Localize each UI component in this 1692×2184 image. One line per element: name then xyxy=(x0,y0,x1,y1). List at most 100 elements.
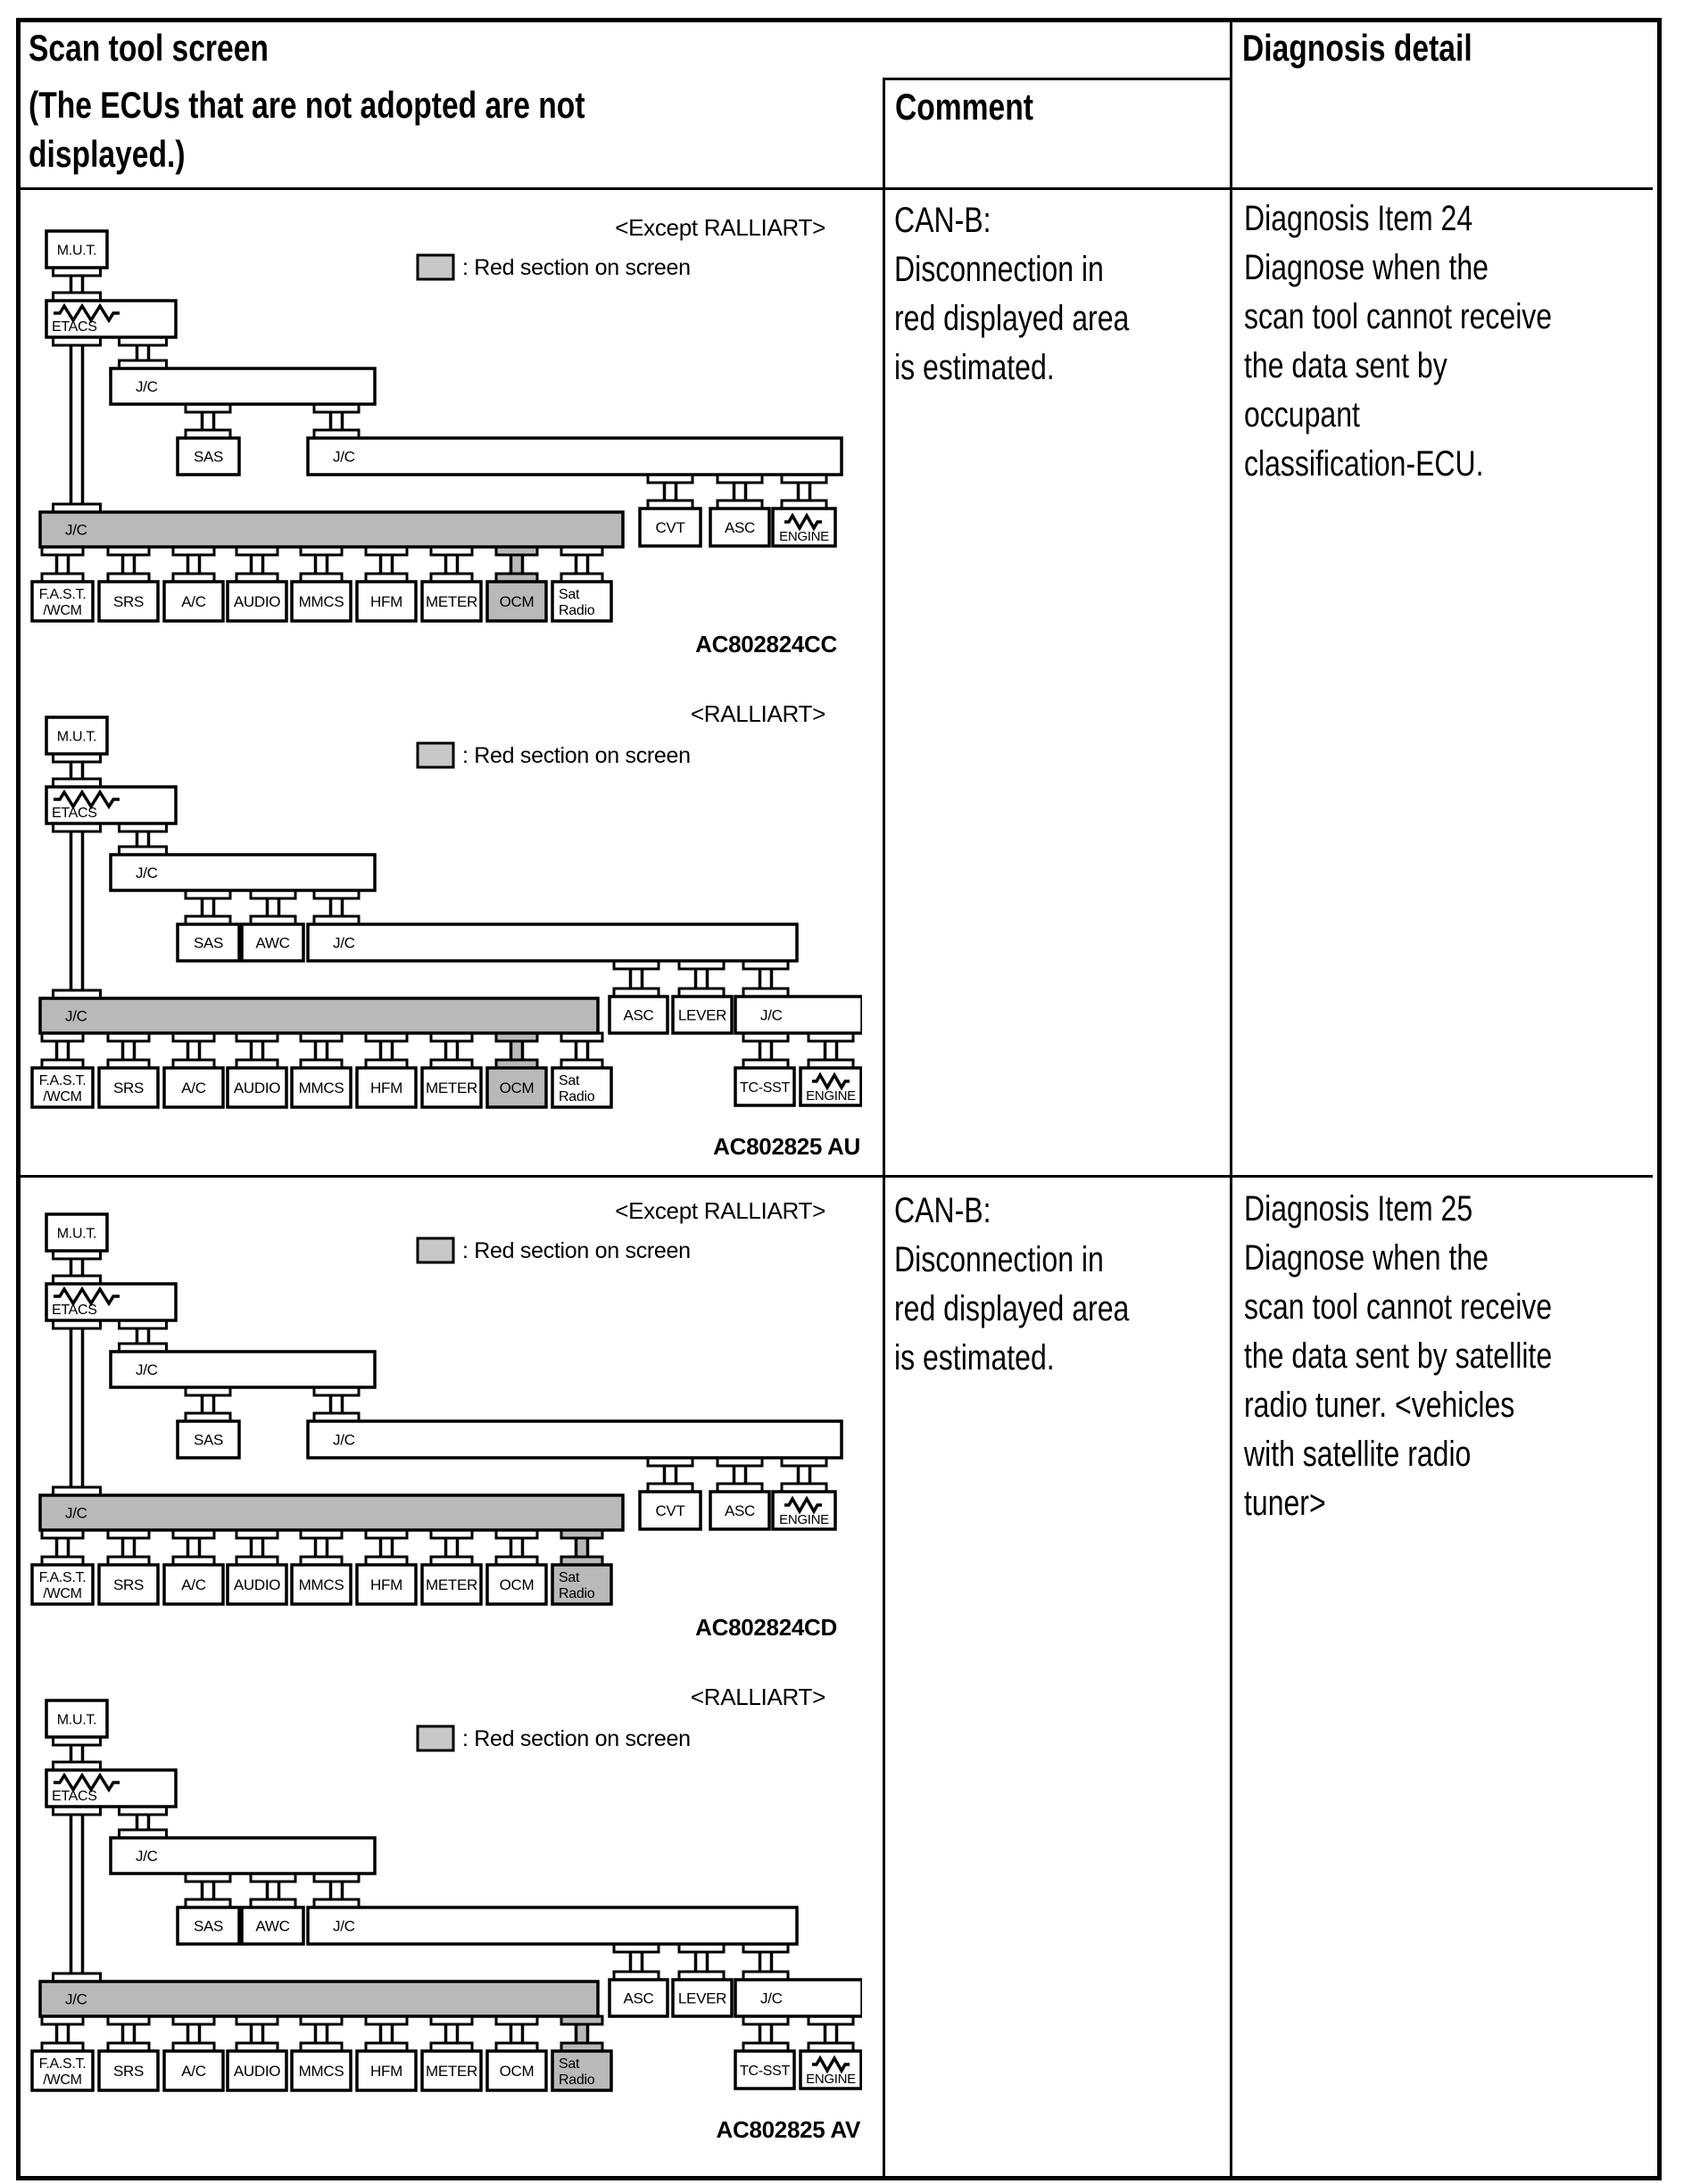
node-box xyxy=(355,1563,418,1606)
legend-swatch xyxy=(416,741,455,769)
figure-code: AC802824CC xyxy=(695,631,837,658)
node-box xyxy=(485,1066,548,1109)
connector xyxy=(429,1031,474,1070)
node-srs: SRS xyxy=(97,2049,160,2092)
connector xyxy=(612,1942,660,1981)
node-jc1: J/C xyxy=(109,853,377,892)
node-box xyxy=(45,1212,109,1253)
connector xyxy=(780,1456,828,1493)
resistor-icon xyxy=(784,1495,822,1515)
node-engine: ENGINE xyxy=(771,507,837,548)
label: OCM xyxy=(500,1080,535,1096)
connector xyxy=(249,889,297,926)
node-box xyxy=(290,1563,352,1606)
label: AUDIO xyxy=(234,2063,280,2080)
connector-fill xyxy=(510,1038,524,1063)
node-sas: SAS xyxy=(176,1906,241,1946)
node-box xyxy=(355,1066,418,1109)
connector-fill xyxy=(575,1535,589,1559)
connector xyxy=(429,545,474,583)
label: J/C xyxy=(333,449,355,466)
node-sas: SAS xyxy=(176,1419,241,1460)
node-box xyxy=(799,1066,863,1107)
connector xyxy=(807,2014,855,2053)
connector xyxy=(171,1528,216,1567)
connector xyxy=(780,473,828,510)
connector xyxy=(171,2014,216,2053)
label: J/C xyxy=(136,864,158,881)
label: J/C xyxy=(65,522,87,539)
node-asc: ASC xyxy=(709,507,771,548)
connector xyxy=(249,1872,297,1909)
label: AWC xyxy=(255,935,289,952)
diagnosis-cell-row1: Diagnosis Item 24 Diagnose when the scan… xyxy=(1244,199,1553,484)
table-border-row-divider xyxy=(21,1175,1653,1178)
label: /WCM xyxy=(43,1089,81,1104)
node-ocm: OCM xyxy=(485,580,548,623)
connector xyxy=(646,473,694,510)
table-border-comment-top xyxy=(883,78,1232,80)
label: CVT xyxy=(655,1502,684,1519)
connector xyxy=(118,1805,168,1840)
node-sas: SAS xyxy=(176,922,241,963)
node-etacs: ETACS xyxy=(45,1282,178,1322)
node-box xyxy=(45,229,109,269)
label: METER xyxy=(426,1576,477,1593)
node-mmcs: MMCS xyxy=(290,2049,352,2092)
label: OCM xyxy=(500,1576,535,1593)
connector xyxy=(184,1386,232,1423)
label: HFM xyxy=(370,2063,402,2080)
node-box xyxy=(671,1978,734,2018)
label: SAS xyxy=(194,935,223,952)
scan-tool-header: Scan tool screen xyxy=(29,27,269,69)
node-tcsst: TC-SST xyxy=(734,1066,796,1107)
label: J/C xyxy=(136,378,158,395)
connector xyxy=(235,2014,279,2053)
connector xyxy=(106,545,151,583)
label: Sat xyxy=(559,587,580,602)
connector xyxy=(299,545,344,583)
label: ASC xyxy=(623,1007,653,1024)
node-box xyxy=(38,1493,625,1532)
variant-caption: <RALLIART> xyxy=(691,700,825,727)
connector xyxy=(494,2014,539,2053)
connector xyxy=(118,335,168,370)
node-box xyxy=(176,922,241,963)
label: AUDIO xyxy=(234,593,280,610)
node-fast_wcm: F.A.S.T./WCM xyxy=(30,580,95,623)
node-box xyxy=(109,853,377,892)
node-asc: ASC xyxy=(608,995,669,1035)
label: MMCS xyxy=(299,2063,344,2080)
connector xyxy=(612,959,660,998)
label: SRS xyxy=(113,1576,144,1593)
connector xyxy=(299,1528,344,1567)
node-jc3: J/C xyxy=(734,995,864,1035)
node-box xyxy=(420,2049,483,2092)
connector xyxy=(52,752,102,789)
connector xyxy=(52,1319,102,1497)
node-box xyxy=(176,1419,241,1460)
label: MMCS xyxy=(299,593,344,610)
label: J/C xyxy=(333,1918,355,1935)
node-tcsst: TC-SST xyxy=(734,2049,796,2090)
label: A/C xyxy=(181,593,205,610)
node-box xyxy=(109,1350,377,1389)
label: ENGINE xyxy=(779,529,829,544)
node-box xyxy=(97,2049,160,2092)
label: Radio xyxy=(559,2072,595,2088)
node-box xyxy=(97,580,160,623)
label: ETACS xyxy=(52,1789,97,1804)
node-jc1: J/C xyxy=(109,1836,377,1875)
connector xyxy=(312,1872,361,1909)
node-box xyxy=(226,580,288,623)
connector xyxy=(171,1031,216,1070)
connector xyxy=(742,2014,790,2053)
node-awc: AWC xyxy=(240,1906,305,1946)
node-box xyxy=(30,2049,95,2092)
connector xyxy=(560,545,604,583)
node-box xyxy=(290,580,352,623)
node-box xyxy=(290,1066,352,1109)
